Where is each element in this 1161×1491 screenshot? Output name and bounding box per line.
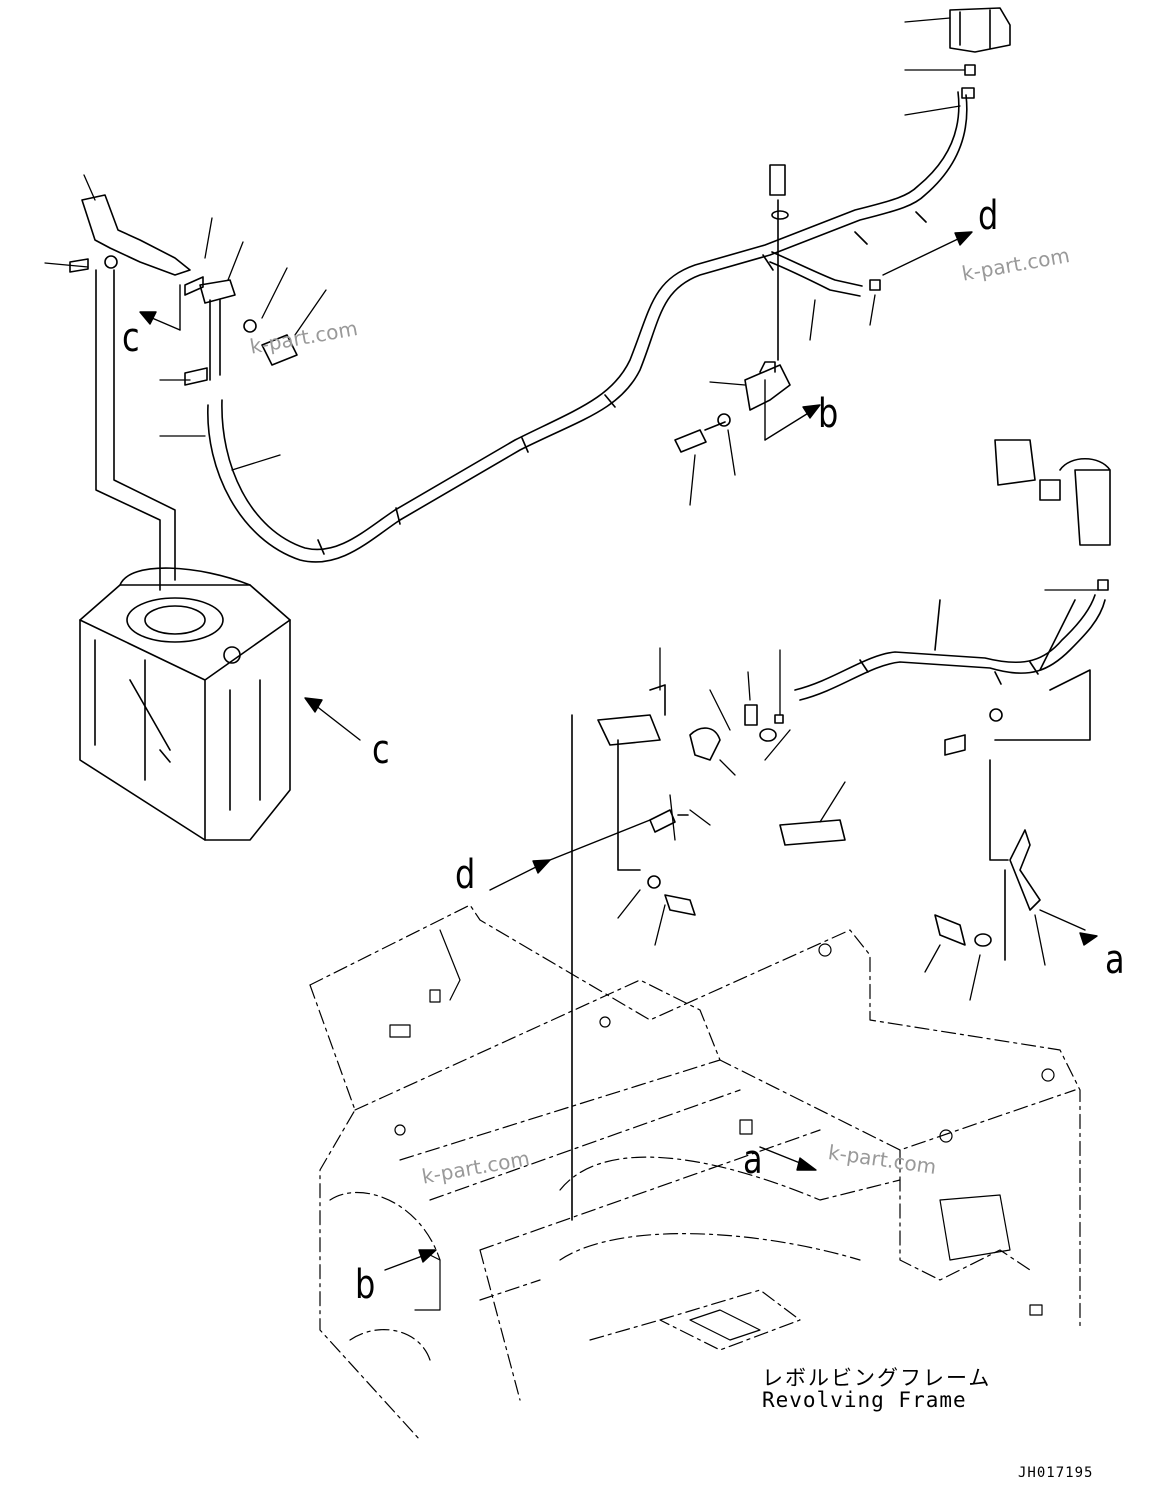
callout-a-right: a xyxy=(1105,937,1125,983)
frame-label-japanese: レボルビングフレーム xyxy=(762,1366,992,1390)
lower-hose-assembly xyxy=(571,439,1111,1221)
callout-d-upper: d xyxy=(978,193,999,239)
callout-a-lower: a xyxy=(743,1137,763,1183)
frame-label-english: Revolving Frame xyxy=(762,1388,967,1412)
callout-arrows[interactable] xyxy=(139,231,1098,1271)
callout-c-tank: c xyxy=(372,727,390,773)
frame-details xyxy=(389,929,1055,1341)
callout-b-lower: b xyxy=(355,1262,376,1308)
leader-lines-lower xyxy=(617,589,1099,1001)
revolving-frame xyxy=(309,904,1081,1441)
drawing-code: JH017195 xyxy=(1018,1465,1094,1481)
fuel-tank xyxy=(79,567,291,841)
callout-b-upper: b xyxy=(818,391,839,437)
callout-d-lower: d xyxy=(455,852,476,898)
callout-c-upper: c xyxy=(122,315,140,361)
upper-hose-assembly xyxy=(69,7,1011,591)
leader-lines-upper xyxy=(44,17,966,506)
